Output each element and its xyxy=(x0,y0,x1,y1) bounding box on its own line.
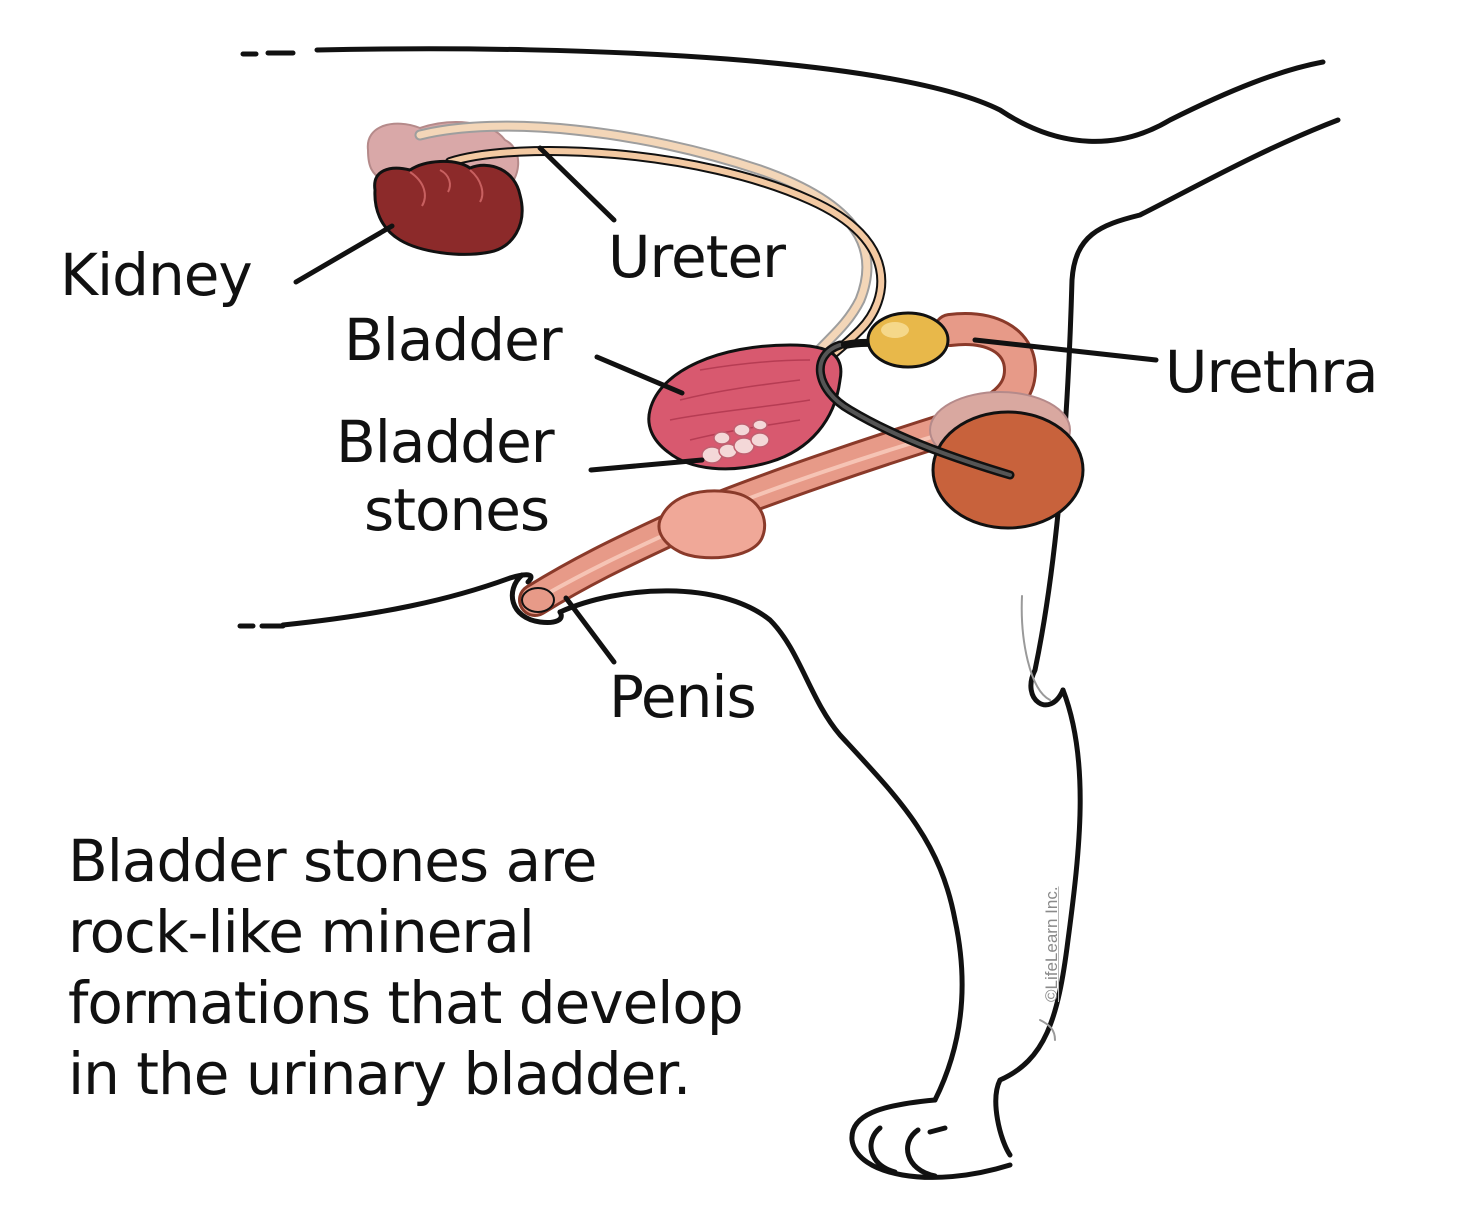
bladder-stones-label: Bladder stones xyxy=(336,408,555,544)
caption: Bladder stones are rock-like mineral for… xyxy=(68,826,888,1110)
penis-label: Penis xyxy=(609,663,757,731)
bladder-label: Bladder xyxy=(344,306,563,374)
urethra-leader xyxy=(972,337,1159,363)
leader-lines xyxy=(293,145,1159,665)
penis-leader xyxy=(563,595,617,665)
bladder-stones-label-line2: stones xyxy=(364,476,550,544)
caption-line: Bladder stones are xyxy=(68,827,597,895)
penis-bulb xyxy=(657,489,767,560)
caption-line: rock-like mineral xyxy=(68,898,535,966)
urethra-label: Urethra xyxy=(1165,338,1379,406)
dog-outline xyxy=(280,46,1341,1180)
bladder xyxy=(647,343,843,471)
thigh-rear-line xyxy=(1028,117,1341,708)
ureter-leader xyxy=(537,145,617,223)
paw-claw xyxy=(927,1125,948,1135)
caption-line: formations that develop xyxy=(68,969,744,1037)
leg-detail-lines xyxy=(1020,595,1056,1041)
bladder-stones-cluster xyxy=(701,419,770,464)
ureter-label: Ureter xyxy=(608,223,786,291)
hind-leg-front xyxy=(557,588,965,1103)
caption-line: in the urinary bladder. xyxy=(68,1040,691,1108)
accessory-gland xyxy=(866,311,950,369)
back-line xyxy=(314,46,1326,144)
paw xyxy=(849,1097,1013,1180)
paw-toe-2 xyxy=(905,1127,938,1179)
bladder-stones-label-line1: Bladder xyxy=(336,408,555,476)
cut-marks xyxy=(237,50,296,629)
kidney-label: Kidney xyxy=(60,241,253,309)
belly-line xyxy=(280,572,534,628)
ureter-tubes xyxy=(414,120,887,370)
kidney xyxy=(373,159,524,256)
prepuce xyxy=(509,572,564,625)
bladder-leader xyxy=(594,354,685,396)
kidney-leader xyxy=(293,223,395,285)
bladder-stones-leader xyxy=(588,457,705,473)
hind-leg-back xyxy=(993,687,1083,1158)
paw-toe-1 xyxy=(868,1125,898,1175)
copyright-text: ©LifeLearn Inc. xyxy=(1042,886,1061,1002)
urethra-tube xyxy=(518,312,1037,617)
